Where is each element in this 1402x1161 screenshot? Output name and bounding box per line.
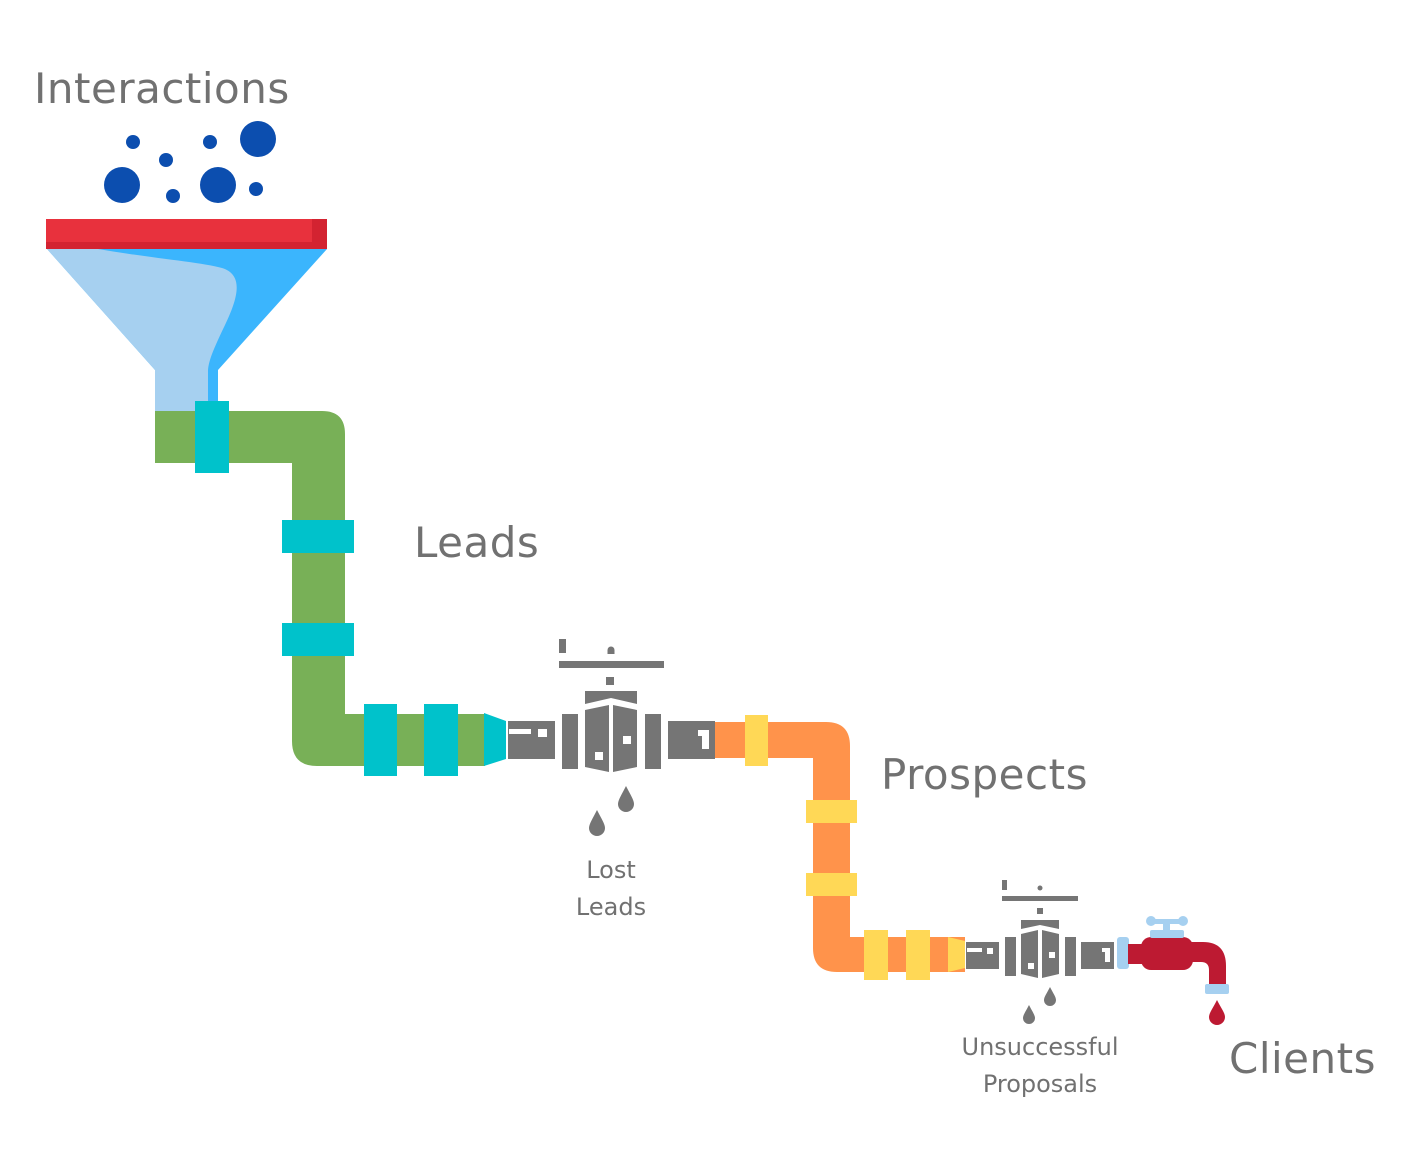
stage-label-clients: Clients — [1229, 1034, 1376, 1083]
bubble — [240, 121, 276, 157]
pipe-clamp — [864, 930, 888, 980]
water-drop-icon — [1209, 1000, 1225, 1025]
bubble — [166, 189, 180, 203]
valve-icon-unsuccessful-proposals — [966, 880, 1114, 1024]
loss-label-line: Unsuccessful — [961, 1033, 1119, 1061]
loss-label-line: Proposals — [982, 1070, 1098, 1098]
funnel-icon — [46, 219, 327, 412]
bubble — [203, 135, 217, 149]
loss-label-unsuccessful-proposals: Unsuccessful Proposals — [945, 1029, 1135, 1103]
stage-label-interactions: Interactions — [34, 64, 290, 113]
leads-pipe — [155, 401, 506, 776]
pipe-clamp — [906, 930, 930, 980]
pipe-clamp — [364, 704, 397, 776]
pipe-clamp — [282, 623, 354, 656]
loss-label-line: Leads — [575, 893, 647, 921]
pipe-clamp — [806, 873, 857, 896]
valve-icon-lost-leads — [508, 639, 715, 836]
loss-label-lost-leads: Lost Leads — [560, 852, 662, 926]
prospects-pipe — [715, 715, 965, 980]
bubble — [159, 153, 173, 167]
bubble — [249, 182, 263, 196]
bubble — [104, 167, 140, 203]
bubble — [200, 167, 236, 203]
pipe-clamp — [745, 715, 768, 766]
faucet-icon — [1117, 916, 1229, 1025]
stage-label-leads: Leads — [414, 518, 540, 567]
stage-label-prospects: Prospects — [881, 750, 1088, 799]
bubble — [126, 135, 140, 149]
pipe-clamp — [282, 520, 354, 553]
loss-label-line: Lost — [586, 856, 636, 884]
pipe-clamp — [424, 704, 458, 776]
pipe-clamp — [806, 800, 857, 823]
interaction-bubbles — [104, 121, 276, 203]
pipe-clamp — [195, 401, 229, 473]
